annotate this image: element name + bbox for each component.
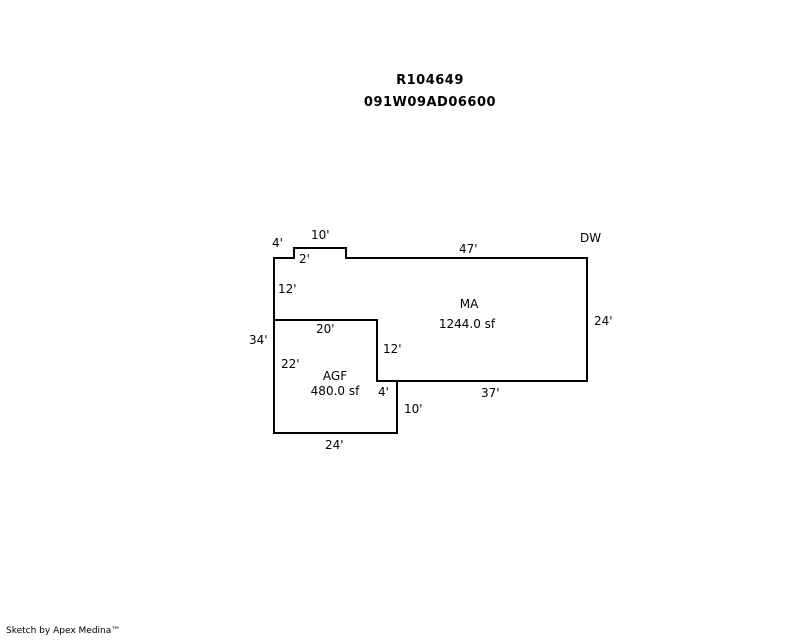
dim-agf-bottom: 24' xyxy=(325,438,344,452)
ma-area: 1244.0 sf xyxy=(438,317,496,331)
dim-agf-top: 20' xyxy=(316,322,335,336)
dim-ma-left-upper: 12' xyxy=(278,282,297,296)
dim-ma-bottom: 37' xyxy=(481,386,500,400)
agf-area: 480.0 sf xyxy=(310,384,360,398)
dim-notch-left: 4' xyxy=(272,236,283,250)
annotation-dw: DW xyxy=(580,231,602,245)
dim-agf-right: 10' xyxy=(404,402,423,416)
agf-label: AGF xyxy=(322,369,348,383)
ma-label: MA xyxy=(459,297,479,311)
dim-notch-top: 10' xyxy=(311,228,330,242)
dim-ma-top: 47' xyxy=(459,242,478,256)
dim-ma-inner-step: 12' xyxy=(383,342,402,356)
agf-outline xyxy=(273,320,398,434)
dim-ma-right: 24' xyxy=(594,314,613,328)
ma-outline xyxy=(273,247,588,382)
parcel-id: R104649 xyxy=(396,73,464,88)
dim-agf-step: 4' xyxy=(378,385,389,399)
dim-notch-height: 2' xyxy=(299,252,310,266)
map-number: 091W09AD06600 xyxy=(363,95,497,110)
footer-credit: Sketch by Apex Medina™ xyxy=(6,626,121,636)
dim-overall-left: 34' xyxy=(249,333,268,347)
dim-agf-left: 22' xyxy=(281,357,300,371)
